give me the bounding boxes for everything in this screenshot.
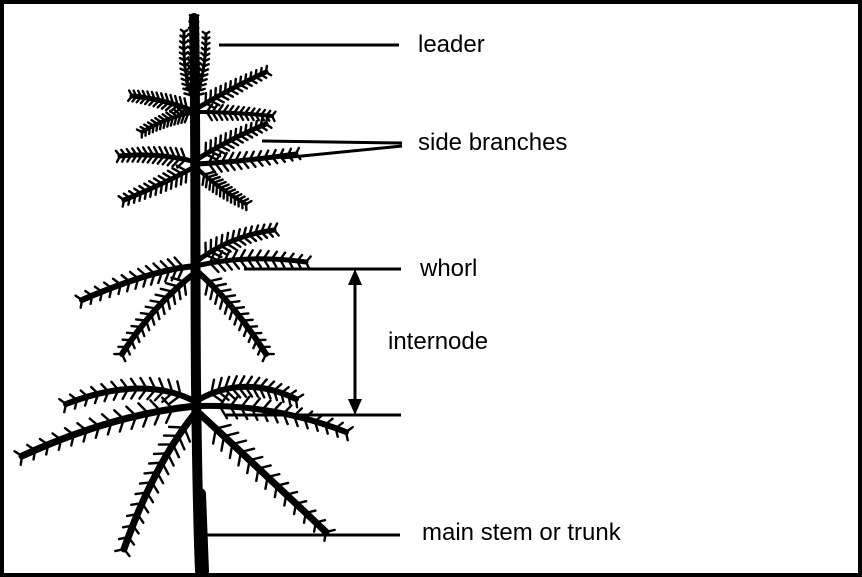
branch <box>195 393 354 442</box>
branches <box>13 64 354 558</box>
branch <box>193 146 302 174</box>
label-internode: internode <box>388 328 489 355</box>
internode-arrow <box>348 269 362 415</box>
branch <box>113 269 199 363</box>
branch <box>193 222 280 265</box>
branch <box>178 28 197 106</box>
branch <box>195 375 305 409</box>
branch <box>196 410 336 542</box>
branch <box>193 248 312 274</box>
main-stem-base <box>194 488 209 573</box>
branch <box>194 103 277 123</box>
leader-tuft <box>178 13 211 107</box>
side-branch-pointer-upper <box>261 139 403 145</box>
label-leader: leader <box>418 31 485 58</box>
branch <box>193 64 273 112</box>
branch <box>135 105 198 139</box>
label-whorl: whorl <box>420 255 478 282</box>
branch <box>114 146 199 169</box>
branch <box>114 408 200 558</box>
branch <box>58 376 199 414</box>
branch <box>196 167 253 212</box>
tree-diagram <box>13 13 403 573</box>
branch <box>13 396 200 467</box>
branch <box>191 30 211 106</box>
branch <box>195 269 275 363</box>
branch <box>193 116 273 163</box>
label-side-branches: side branches <box>418 129 568 156</box>
side-branch-pointer-lower <box>281 144 403 160</box>
label-main-stem: main stem or trunk <box>422 519 621 546</box>
branch <box>117 163 199 208</box>
branch <box>74 256 199 309</box>
